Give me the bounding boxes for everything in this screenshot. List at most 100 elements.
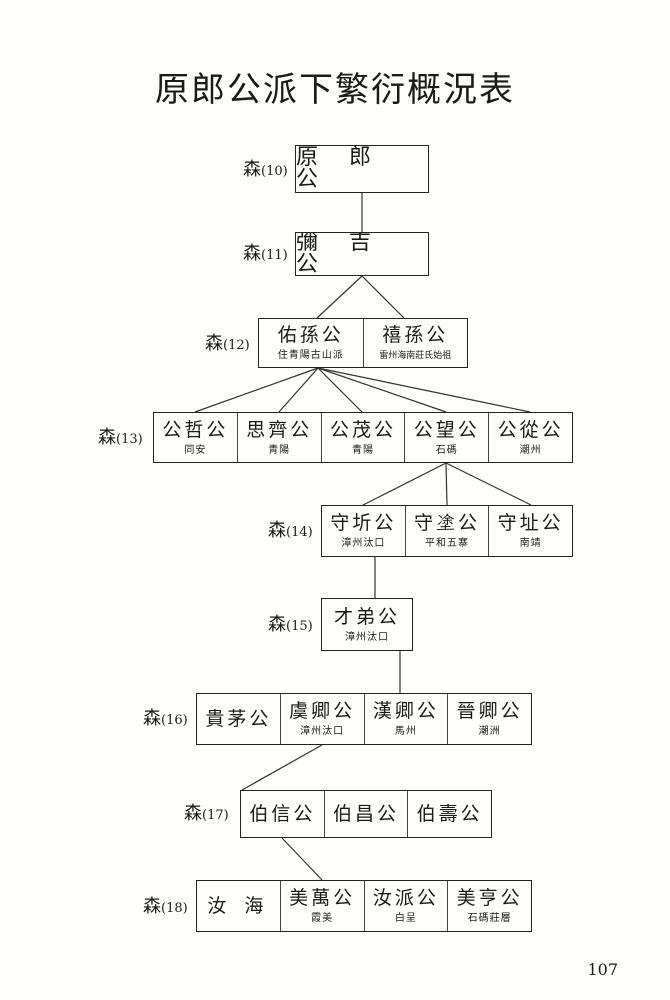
gen-prefix: 森 [143,708,161,729]
gen-number: (10) [261,164,288,179]
gen-number: (13) [116,432,143,447]
person-name: 汝 海 [207,895,270,917]
gen-number: (17) [202,808,229,823]
connector-13-14a [362,462,447,506]
person-cell: 貴茅公 [197,694,280,744]
gen-number: (14) [286,525,313,540]
person-name: 公茂公 [329,418,396,441]
person-place: 漳州汰口 [300,726,345,737]
person-cell: 公茂公青陽 [320,413,405,462]
gen-row-15: 才弟公漳州汰口 [321,598,413,651]
person-name: 公望公 [413,418,480,441]
connector-12-13a [194,367,319,413]
person-name: 晉卿公 [456,700,523,722]
person-place: 漳州汰口 [341,538,386,549]
person-place: 潮洲 [478,726,501,737]
person-cell: 汝派公白呈 [363,881,448,931]
person-cell: 漢卿公馬州 [363,694,448,744]
person-name: 美亨公 [456,887,523,909]
person-place: 平和五寨 [425,538,469,549]
connector-11-12b [361,275,405,319]
person-cell: 伯昌公 [323,791,408,837]
person-name: 才弟公 [333,605,400,628]
person-cell: 才弟公漳州汰口 [322,599,412,650]
person-cell: 佑孫公住青陽古山派 [259,319,363,367]
person-name: 公從公 [497,418,564,441]
person-place: 同安 [184,444,207,456]
person-name: 汝派公 [372,887,439,909]
person-place: 漳州汰口 [345,631,389,643]
person-name: 伯壽公 [416,803,483,825]
gen-prefix: 森 [243,243,261,264]
gen-row-13: 公哲公同安 思齊公青陽 公茂公青陽 公望公石碼 公從公潮州 [153,412,573,463]
gen-label-13: 森(13) [98,426,143,450]
person-name: 公哲公 [162,418,229,441]
connector-12-13d [317,367,447,413]
gen-number: (12) [223,338,250,353]
person-place: 霞美 [311,913,334,924]
connector-11-12a [316,275,363,319]
person-place: 馬州 [394,726,417,737]
gen-number: (18) [161,901,188,916]
gen-label-12: 森(12) [205,332,250,356]
person-place: 青陽 [268,444,291,456]
person-cell: 美亨公石碼莊層 [447,881,531,931]
person-name: 伯昌公 [333,803,400,825]
gen-label-15: 森(15) [268,613,313,637]
person-name: 美萬公 [289,887,356,909]
connector-12-13e [317,367,531,413]
gen-prefix: 森 [98,427,116,448]
person-cell: 守圻公漳州汰口 [322,506,405,556]
gen-label-14: 森(14) [268,519,313,543]
person-name: 佑孫公 [277,324,344,346]
person-cell: 晉卿公潮洲 [447,694,531,744]
person-name: 原 郎 公 [296,146,383,192]
gen-label-10: 森(10) [243,158,288,182]
connector-12-13c [317,367,363,413]
gen-row-14: 守圻公漳州汰口 守𡍼公平和五寨 守址公南靖 [321,505,573,557]
person-place: 石碼 [435,444,458,456]
gen-label-18: 森(18) [143,895,188,919]
gen-prefix: 森 [205,333,223,354]
gen-number: (15) [286,619,313,634]
person-cell: 禧孫公雷州海南莊氏始祖 [362,319,468,367]
person-name: 虞卿公 [289,700,356,722]
person-cell: 公望公石碼 [404,413,488,462]
gen-row-18: 汝 海 美萬公霞美 汝派公白呈 美亨公石碼莊層 [196,880,532,932]
gen-prefix: 森 [268,614,286,635]
person-name: 守𡍼公 [414,512,481,534]
connector-12-13b [278,367,319,413]
person-place: 石碼莊層 [467,913,512,924]
gen-row-17: 伯信公 伯昌公 伯壽公 [240,790,492,838]
gen-row-12: 佑孫公住青陽古山派 禧孫公雷州海南莊氏始祖 [258,318,468,368]
person-place: 白呈 [394,913,417,924]
person-place: 青陽 [351,444,374,456]
person-cell: 伯壽公 [407,791,491,837]
connector-17-18 [281,837,323,881]
person-cell: 公哲公同安 [154,413,237,462]
person-place: 南靖 [519,538,542,549]
person-place: 住青陽古山派 [277,350,344,361]
person-cell: 思齊公青陽 [236,413,321,462]
gen-number: (16) [161,713,188,728]
person-name: 貴茅公 [205,708,272,730]
person-place: 潮州 [519,444,542,456]
connector-13-14c [445,462,532,506]
person-name: 漢卿公 [372,700,439,722]
gen-label-11: 森(11) [243,242,288,266]
connector-16-17 [241,744,323,791]
person-place: 雷州海南莊氏始祖 [379,351,452,361]
gen-row-10: 原 郎 公 [295,145,429,193]
gen-label-17: 森(17) [184,802,229,826]
person-cell: 彌 吉 公 [296,233,428,275]
page-number: 107 [587,960,618,979]
person-cell: 汝 海 [197,881,280,931]
person-name: 守址公 [497,512,564,534]
person-cell: 公從公潮州 [488,413,572,462]
person-name: 禧孫公 [382,324,449,346]
person-name: 彌 吉 公 [296,233,383,275]
person-cell: 原 郎 公 [296,146,428,192]
gen-prefix: 森 [143,896,161,917]
connector-13-14b [445,462,448,506]
